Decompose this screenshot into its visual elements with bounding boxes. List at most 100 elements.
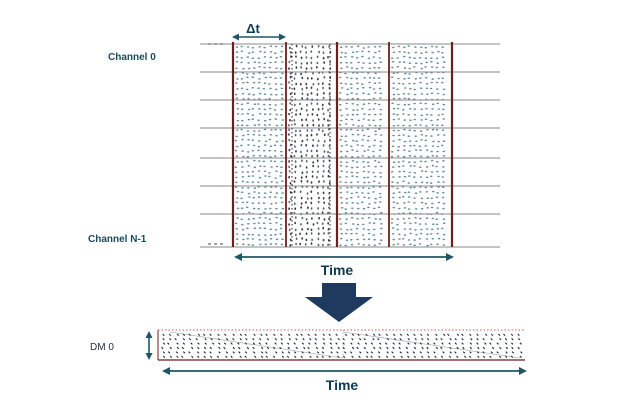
data-dot — [289, 75, 292, 79]
data-dot — [418, 238, 422, 240]
data-dot — [344, 181, 348, 184]
dm-dot — [342, 346, 345, 350]
top-time-arrowhead-left — [234, 253, 242, 261]
data-dot — [420, 119, 423, 121]
data-dot — [396, 66, 400, 68]
data-dot — [409, 108, 412, 110]
dm-dot — [316, 351, 320, 354]
data-dot — [247, 223, 250, 225]
data-dot — [378, 82, 381, 84]
data-dot — [373, 66, 376, 69]
data-dot — [316, 176, 318, 179]
data-dot — [430, 114, 433, 116]
data-dot — [338, 218, 342, 220]
data-dot — [263, 51, 267, 54]
data-dot — [299, 102, 301, 106]
dm-dot — [265, 333, 268, 336]
data-dot — [288, 228, 291, 232]
data-dot — [247, 175, 251, 177]
data-dot — [279, 114, 283, 116]
data-dot — [305, 118, 308, 121]
data-dot — [257, 119, 260, 121]
data-dot — [413, 239, 416, 241]
data-dot — [350, 46, 354, 48]
data-dot — [305, 67, 308, 70]
data-dot — [390, 57, 394, 59]
dm-dot — [167, 342, 170, 345]
data-dot — [361, 83, 364, 85]
data-dot — [435, 218, 439, 220]
dm-dot — [505, 346, 509, 350]
data-dot — [367, 50, 371, 53]
data-dot — [367, 197, 371, 199]
dm-dot — [519, 355, 522, 358]
data-dot — [368, 77, 372, 79]
data-dot — [339, 191, 343, 194]
dm-dot — [218, 342, 221, 345]
data-dot — [409, 243, 412, 246]
data-dot — [306, 97, 309, 101]
data-dot — [251, 244, 255, 246]
data-dot — [351, 223, 355, 225]
dm-dot — [314, 342, 317, 345]
data-dot — [398, 196, 402, 199]
data-dot — [407, 135, 411, 137]
dm-dot — [511, 338, 514, 341]
data-dot — [372, 191, 375, 193]
data-dot — [258, 108, 261, 110]
data-dot — [392, 93, 396, 96]
data-dot — [430, 206, 434, 209]
data-dot — [340, 202, 344, 204]
data-dot — [275, 216, 278, 219]
dm-dot — [433, 351, 436, 354]
delta-t-arrowhead-left — [232, 33, 239, 41]
data-dot — [372, 97, 376, 100]
data-dot — [263, 211, 266, 214]
data-dot — [362, 92, 365, 94]
dm-dot — [330, 346, 333, 350]
data-dot — [269, 234, 273, 236]
dm-dot — [499, 338, 502, 341]
dm-dot — [176, 342, 179, 345]
data-dot — [362, 103, 366, 105]
data-dot — [429, 243, 433, 246]
data-dot — [431, 217, 435, 220]
data-dot — [240, 50, 244, 53]
dm-dot — [301, 342, 305, 345]
top-time-arrowhead-right — [446, 253, 454, 261]
dm-dot — [351, 346, 355, 350]
data-dot — [240, 124, 244, 126]
data-dot — [263, 56, 267, 58]
data-dot — [391, 60, 395, 63]
dm-dot — [245, 338, 248, 341]
data-dot — [268, 124, 272, 126]
data-dot — [339, 128, 343, 131]
data-dot — [306, 77, 309, 80]
data-dot — [372, 171, 375, 174]
data-dot — [301, 124, 304, 127]
dm-dot — [239, 355, 242, 358]
bottom-time-axis: Time — [162, 367, 527, 393]
data-dot — [377, 77, 381, 79]
data-dot — [401, 238, 405, 240]
data-dot — [397, 103, 400, 106]
data-dot — [392, 161, 396, 163]
data-dot — [356, 156, 360, 158]
data-dot — [345, 66, 349, 68]
data-dot — [339, 228, 343, 230]
data-dot — [396, 88, 399, 91]
data-dot — [361, 125, 364, 127]
data-dot — [328, 181, 331, 185]
dm-dot — [440, 338, 443, 341]
data-dot — [373, 244, 377, 247]
data-dot — [441, 77, 445, 80]
dm-dot — [204, 338, 207, 341]
data-dot — [327, 154, 330, 158]
data-dot — [241, 223, 244, 226]
data-dot — [390, 155, 394, 158]
dm-dot — [274, 338, 278, 341]
data-dot — [312, 164, 314, 168]
data-dot — [241, 138, 244, 141]
data-dot — [356, 113, 359, 116]
data-dot — [251, 47, 255, 49]
